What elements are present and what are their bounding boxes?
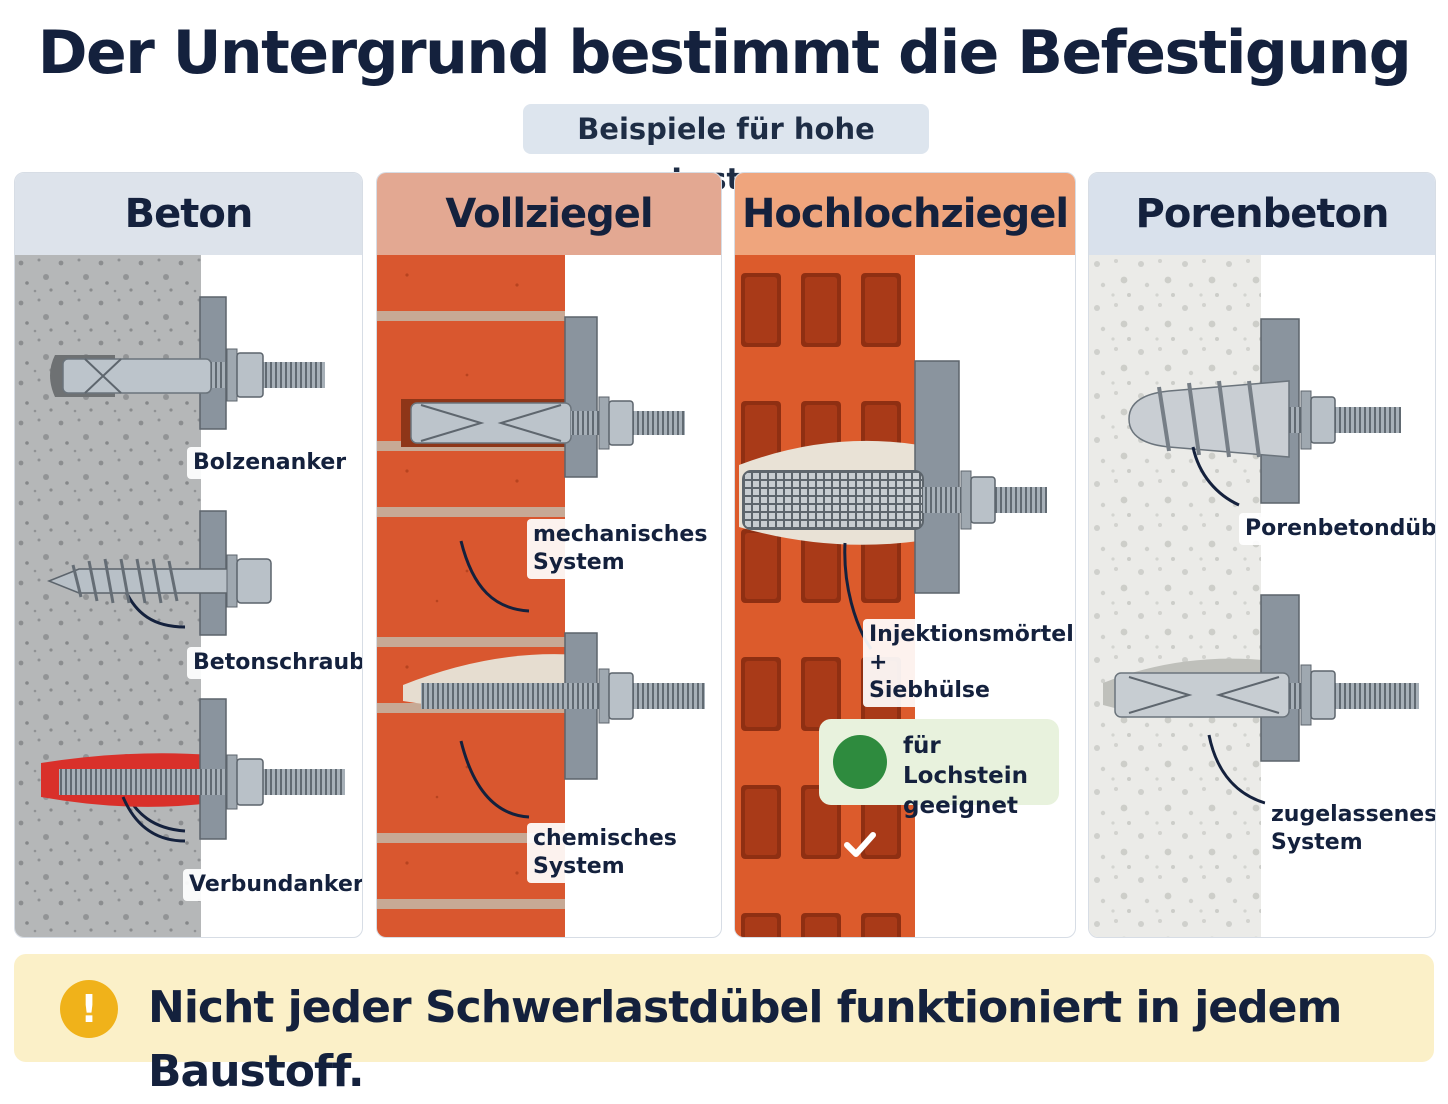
- panel-hochlochziegel: Hochlochziegel Inje: [734, 172, 1076, 938]
- panel-heading-beton: Beton: [15, 173, 362, 255]
- subtitle-badge: Beispiele für hohe Lasten: [523, 104, 929, 196]
- page-title: Der Untergrund bestimmt die Befestigung: [37, 18, 1412, 88]
- mechanical-anchor-icon: [401, 316, 685, 478]
- warning-footer: ! Nicht jeder Schwerlastdübel funktionie…: [14, 954, 1434, 1097]
- betonschraube-icon: [46, 510, 272, 636]
- verbundanker-icon: [41, 698, 345, 840]
- panel-heading-vollziegel: Vollziegel: [377, 173, 721, 255]
- footer-text: Nicht jeder Schwerlastdübel funktioniert…: [148, 982, 1342, 1097]
- beton-illustration: [15, 255, 345, 937]
- label-verbundanker: Verbundanker: [183, 869, 362, 901]
- porenbetonduebel-icon: [1128, 318, 1401, 504]
- label-chemisches-system: chemisches System: [527, 823, 683, 883]
- panel-vollziegel: Vollziegel: [376, 172, 722, 938]
- label-zugelassenes-system: zugelassenes System: [1265, 799, 1435, 859]
- panel-porenbeton: Porenbeton: [1088, 172, 1436, 938]
- bolzenanker-icon: [50, 296, 325, 430]
- porenbeton-illustration: [1089, 255, 1419, 937]
- label-mechanisches-system: mechanisches System: [527, 519, 714, 579]
- label-betonschraube: Betonschraube: [187, 647, 362, 679]
- panel-heading-porenbeton: Porenbeton: [1089, 173, 1435, 255]
- warning-icon: !: [60, 980, 118, 1038]
- suitability-badge: für Lochstein geeignet: [819, 719, 1059, 857]
- badge-text: für Lochstein geeignet: [903, 733, 1029, 819]
- approved-anchor-icon: [1103, 594, 1419, 762]
- label-porenbetonduebel: Porenbetondübel: [1239, 513, 1435, 545]
- label-bolzenanker: Bolzenanker: [187, 447, 353, 479]
- vollziegel-illustration: [377, 255, 705, 937]
- panel-heading-hochlochziegel: Hochlochziegel: [735, 173, 1075, 255]
- chemical-anchor-icon: [403, 632, 705, 780]
- panel-beton: Beton: [14, 172, 363, 938]
- hochlochziegel-illustration: [735, 255, 1047, 937]
- check-icon: [833, 735, 887, 857]
- label-injektionsmoertel: Injektionsmörtel + Siebhülse: [863, 619, 1075, 707]
- injection-anchor-icon: [739, 360, 1047, 594]
